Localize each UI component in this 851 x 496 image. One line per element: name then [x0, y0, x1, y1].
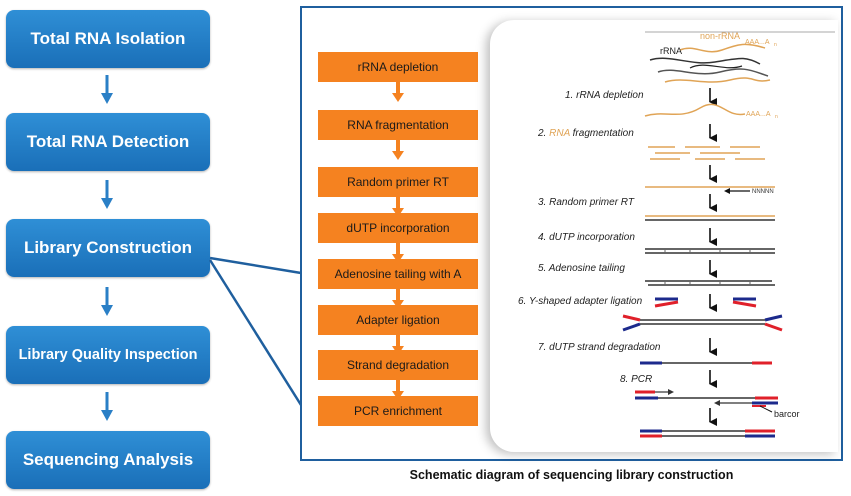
- workflow-step-dutp-incorporation: dUTP incorporation: [318, 213, 478, 243]
- schematic-step-8-label: 8. PCR: [620, 374, 652, 385]
- workflow-step-adapter-ligation: Adapter ligation: [318, 305, 478, 335]
- workflow-step-rna-fragmentation: RNA fragmentation: [318, 110, 478, 140]
- polya-label: AAA...A: [746, 111, 771, 118]
- rna-fragments: [648, 146, 765, 160]
- figure-caption: Schematic diagram of sequencing library …: [409, 468, 734, 482]
- schematic-step-5-label: 5. Adenosine tailing: [538, 263, 625, 274]
- ligated-fragment: [622, 314, 783, 332]
- schematic-step-6-label: 6. Y-shaped adapter ligation: [518, 296, 643, 307]
- schematic-step-2-label: 2. RNA fragmentation: [537, 128, 634, 139]
- step-total-rna-detection: Total RNA Detection: [6, 113, 210, 171]
- barcode-label: barcor: [774, 409, 800, 419]
- schematic-step-3-label: 3. Random primer RT: [538, 197, 635, 208]
- down-arrow-icon: [101, 180, 113, 209]
- step-library-quality-inspection: Library Quality Inspection: [6, 326, 210, 384]
- y-adapter-right: [732, 297, 757, 308]
- mrna-strand: [644, 103, 746, 117]
- workflow-step-strand-degradation: Strand degradation: [318, 350, 478, 380]
- down-arrow-icon: [101, 287, 113, 316]
- pcr-amplification: [635, 389, 778, 413]
- down-arrow-icon: [101, 392, 113, 421]
- down-arrow-icon: [392, 243, 404, 263]
- workflow-step-pcr-enrichment: PCR enrichment: [318, 396, 478, 426]
- ds-cdna: [645, 248, 775, 254]
- down-arrow-icon: [392, 82, 404, 102]
- down-arrow-icon: [392, 289, 404, 309]
- arrow-left-icon: [724, 188, 730, 194]
- final-library: [640, 429, 775, 438]
- step-total-rna-isolation: Total RNA Isolation: [6, 10, 210, 68]
- down-arrow-icon: [101, 75, 113, 104]
- schematic-step-4-label: 4. dUTP incorporation: [538, 232, 635, 243]
- a-tailed-cdna: [645, 280, 775, 286]
- workflow-step-random-primer-rt: Random primer RT: [318, 167, 478, 197]
- rna-tangle: [649, 43, 771, 83]
- polya-subscript: n: [774, 42, 777, 48]
- primer-label: NNNNN: [752, 189, 774, 195]
- down-arrow-icon: [392, 380, 404, 400]
- schematic-step-1-label: 1. rRNA depletion: [565, 90, 644, 101]
- rrna-label: rRNA: [660, 46, 682, 56]
- schematic-panel: non-rRNA rRNA AAA...A n 1. rRNA depletio…: [490, 20, 838, 452]
- y-adapter-left: [654, 297, 679, 308]
- polya-label: AAA...A: [745, 39, 770, 46]
- workflow-step-adenosine-tailing: Adenosine tailing with A: [318, 259, 478, 289]
- schematic-step-7-label: 7. dUTP strand degradation: [538, 342, 661, 353]
- step-library-construction: Library Construction: [6, 219, 210, 277]
- polya-subscript: n: [775, 114, 778, 120]
- step-sequencing-analysis: Sequencing Analysis: [6, 431, 210, 489]
- down-arrow-icon: [392, 140, 404, 160]
- non-rrna-label: non-rRNA: [700, 31, 740, 41]
- down-arrow-icon: [392, 197, 404, 217]
- workflow-step-rrna-depletion: rRNA depletion: [318, 52, 478, 82]
